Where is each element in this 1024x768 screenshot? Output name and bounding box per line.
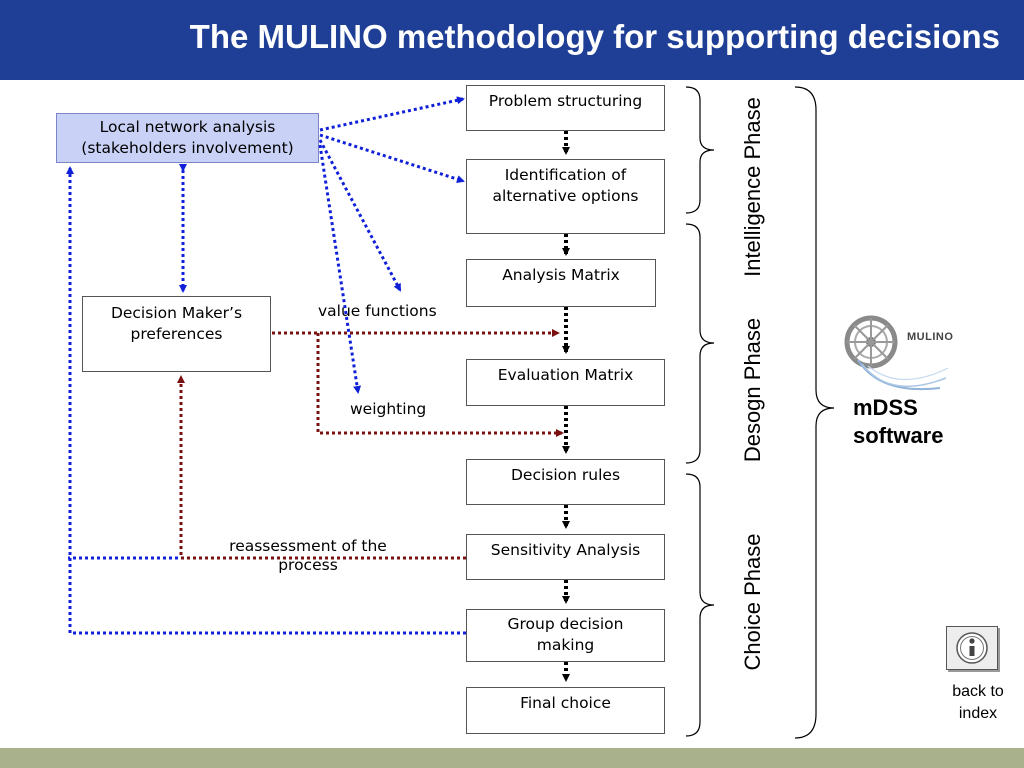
local-network-analysis-box: Local network analysis (stakeholders inv… [56,113,319,163]
mulino-logo-text: MULINO [907,331,954,343]
identification-box: Identification of alternative options [466,159,665,234]
footer-bar [0,748,1024,768]
back-to-index-link[interactable]: back to index [952,683,1004,722]
value-functions-label: value functions [318,302,437,320]
group-decision-box: Group decision making [466,609,665,662]
analysis-matrix-box: Analysis Matrix [466,259,656,307]
title-bar: The MULINO methodology for supporting de… [0,0,1024,80]
decision-maker-preferences-box: Decision Maker’s preferences [82,296,271,372]
problem-structuring-box: Problem structuring [466,85,665,131]
reassessment-label: reassessment of the process [210,537,406,575]
stakeholder-arrows [66,96,466,635]
slide-title: The MULINO methodology for supporting de… [189,18,1000,55]
mulino-logo-icon [844,315,949,391]
sensitivity-analysis-box: Sensitivity Analysis [466,534,665,580]
phase-braces [685,86,835,739]
weighting-label: weighting [350,400,427,418]
mdss-software-label: mDSS software [853,395,944,448]
evaluation-matrix-box: Evaluation Matrix [466,359,665,406]
preference-arrows [177,329,564,560]
decision-rules-box: Decision rules [466,459,665,505]
info-icon-graphic [956,632,988,664]
final-choice-box: Final choice [466,687,665,734]
